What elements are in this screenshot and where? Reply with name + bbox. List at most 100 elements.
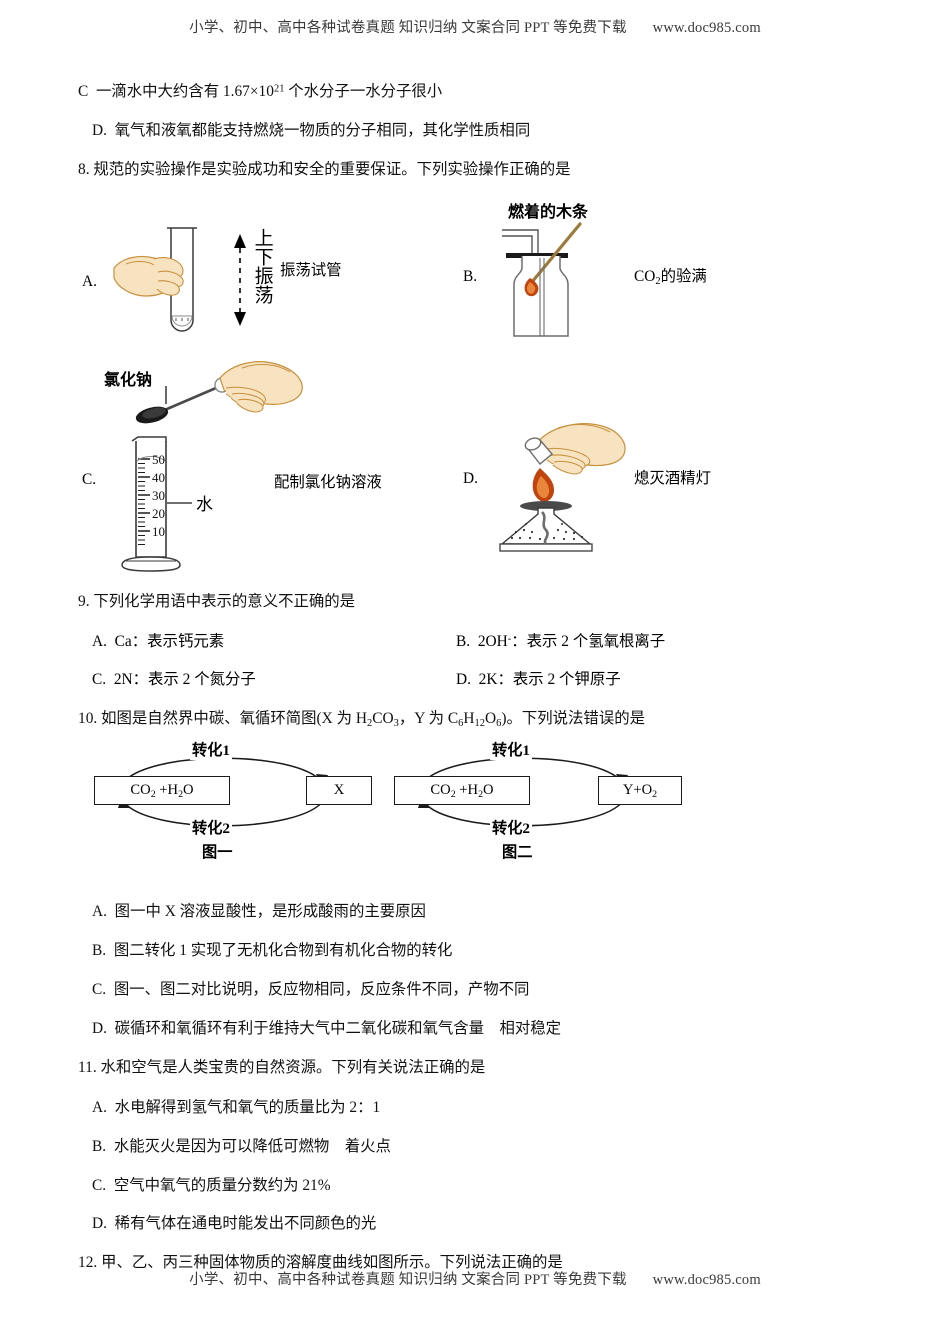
q10-option-b-label: B. [92, 942, 107, 960]
q10-sub-3: 3 [393, 718, 399, 730]
q8-option-c-annotation-salt: 氯化钠 [104, 371, 153, 389]
q10-stem: 10. 如图是自然界中碳、氧循环简图(X 为 H2CO3，Y 为 C6H12O6… [78, 710, 645, 730]
q8-option-b-caption-post: 的验满 [660, 267, 707, 285]
q10-sub-6b: 6 [496, 718, 502, 730]
cycle1-left-end: O [183, 782, 194, 799]
cycle1-left-box: CO2 +H2O [94, 776, 230, 806]
q11-stem: 11. 水和空气是人类宝贵的自然资源。下列有关说法正确的是 [78, 1058, 486, 1076]
alcohol-lamp-illustration [499, 422, 626, 552]
cycle1-left-sub1: 2 [150, 789, 156, 801]
q9-option-d-label: D. [456, 671, 471, 689]
q11-option-b-text: 水能灭火是因为可以降低可燃物 着火点 [113, 1137, 391, 1155]
q11-option-b: B. 水能灭火是因为可以降低可燃物 着火点 [78, 1135, 878, 1159]
q10-option-c-label: C. [92, 981, 107, 999]
q8-option-a-annotation: 上下振荡 [251, 227, 273, 304]
cycle2-left-end: O [483, 782, 494, 799]
q11-option-a: A. 水电解得到氢气和氧气的质量比为 2：1 [78, 1096, 878, 1120]
q10-option-d-label: D. [92, 1020, 107, 1038]
q8-option-b-label: B. [463, 267, 478, 285]
q10-option-d: D. 碳循环和氧循环有利于维持大气中二氧化碳和氧气含量 相对稳定 [78, 1017, 878, 1041]
q8-option-a-caption: 振荡试管 [280, 261, 342, 279]
q9-option-b-text-pre: 2OH [477, 632, 508, 650]
q9-option-d: D. 2K：表示 2 个钾原子 [447, 668, 856, 692]
document-body: C 一滴水中大约含有 1.67×1021 个水分子一水分子很小 D. 氧气和液氧… [78, 80, 878, 1290]
cycle2-right-pre: Y+O [622, 782, 653, 799]
q11-option-c-label: C. [92, 1176, 107, 1194]
q8-option-d-label: D. [463, 469, 478, 487]
cycle2-figure-name: 图二 [502, 844, 533, 862]
q11-option-d-text: 稀有气体在通电时能发出不同颜色的光 [114, 1215, 377, 1233]
graduated-cylinder-illustration: 50 40 30 20 10 [121, 435, 192, 572]
cycle1-left-co2: CO [130, 782, 151, 799]
cycle2-left-box: CO2 +H2O [394, 776, 530, 806]
q10-option-b: B. 图二转化 1 实现了无机化合物到有机化合物的转化 [78, 939, 878, 963]
cycle2-top-label: 转化1 [490, 738, 532, 761]
q9-option-c: C. 2N：表示 2 个氮分子 [78, 668, 447, 692]
cycle2-bottom-label: 转化2 [490, 816, 532, 839]
gas-collection-bottle-illustration [502, 222, 582, 337]
cycle2-left-mid: +H [455, 782, 479, 799]
q8-option-c-caption: 配制氯化钠溶液 [274, 473, 382, 491]
header-url: www.doc985.com [652, 20, 761, 36]
q9-option-a-text: Ca：表示钙元素 [114, 632, 225, 650]
page-footer: 小学、初中、高中各种试卷真题 知识归纳 文案合同 PPT 等免费下载 www.do… [0, 1268, 950, 1289]
svg-text:50: 50 [152, 452, 165, 467]
cycle1-bottom-label: 转化2 [190, 816, 232, 839]
q10-sub-6: 6 [458, 718, 464, 730]
q9-options-row-1: A. Ca：表示钙元素 B. 2OH-：表示 2 个氢氧根离子 [78, 630, 878, 654]
test-tube-illustration [113, 226, 197, 332]
q8-figure-group: A. [78, 198, 878, 590]
q9-option-b: B. 2OH-：表示 2 个氢氧根离子 [447, 630, 856, 654]
q10-option-c-text: 图一、图二对比说明，反应物相同，反应条件不同，产物不同 [113, 981, 530, 999]
q10-cycle-diagrams: CO2 +H2O X 转化1 转化2 图一 CO2 +H2O Y+O2 转化1 … [78, 738, 878, 868]
q8-option-c-label: C. [82, 470, 97, 488]
q10-option-a-label: A. [92, 903, 107, 921]
q9-option-a: A. Ca：表示钙元素 [78, 630, 447, 654]
q9-option-b-label: B. [456, 632, 471, 650]
q7-option-c-post: 个水分子一水分子很小 [284, 83, 443, 100]
q10-option-a-text: 图一中 X 溶液显酸性，是形成酸雨的主要原因 [114, 903, 426, 921]
footer-text: 小学、初中、高中各种试卷真题 知识归纳 文案合同 PPT 等免费下载 [189, 1272, 627, 1288]
q11-option-c: C. 空气中氧气的质量分数约为 21% [78, 1174, 878, 1198]
q9-option-d-text: 2K：表示 2 个钾原子 [478, 671, 621, 689]
svg-text:20: 20 [152, 506, 165, 521]
header-text: 小学、初中、高中各种试卷真题 知识归纳 文案合同 PPT 等免费下载 [189, 20, 627, 36]
cycle1-top-label: 转化1 [190, 738, 232, 761]
q8-option-a-label: A. [82, 272, 97, 290]
q10-sub-12: 12 [474, 718, 485, 730]
q8-stem: 8. 规范的实验操作是实验成功和安全的重要保证。下列实验操作正确的是 [78, 160, 571, 178]
q12-stem: 12. 甲、乙、丙三种固体物质的溶解度曲线如图所示。下列说法正确的是 [78, 1254, 563, 1272]
q11-option-d-label: D. [92, 1215, 107, 1233]
q9-option-b-text-post: ：表示 2 个氢氧根离子 [511, 632, 666, 650]
q9-option-c-text: 2N：表示 2 个氮分子 [113, 671, 256, 689]
q7-option-d: D. 氧气和液氧都能支持燃烧一物质的分子相同，其化学性质相同 [92, 121, 531, 139]
q8-option-b-caption-sub: 2 [655, 275, 661, 287]
cycle1-figure-name: 图一 [202, 844, 233, 862]
q8-option-c-annotation-water: 水 [196, 494, 213, 514]
cycle2-left-sub1: 2 [450, 789, 456, 801]
q8-option-b-annotation: 燃着的木条 [508, 203, 589, 221]
q10-option-a: A. 图一中 X 溶液显酸性，是形成酸雨的主要原因 [78, 900, 878, 924]
cycle1-left-sub2: 2 [178, 789, 184, 801]
q10-option-b-text: 图二转化 1 实现了无机化合物到有机化合物的转化 [113, 942, 453, 960]
cycle1-right-box: X [306, 776, 372, 806]
q9-options-row-2: C. 2N：表示 2 个氮分子 D. 2K：表示 2 个钾原子 [78, 668, 878, 692]
q9-option-c-label: C. [92, 671, 107, 689]
footer-url: www.doc985.com [652, 1272, 761, 1288]
svg-text:30: 30 [152, 488, 165, 503]
q10-option-d-text: 碳循环和氧循环有利于维持大气中二氧化碳和氧气含量 相对稳定 [114, 1020, 562, 1038]
cycle2-right-sub: 2 [652, 789, 658, 801]
q7-option-c: C 一滴水中大约含有 1.67×1021 个水分子一水分子很小 [78, 80, 878, 104]
cycle2-right-box: Y+O2 [598, 776, 682, 806]
q9-option-b-charge-superscript: - [507, 632, 512, 644]
q8-option-d-caption: 熄灭酒精灯 [634, 469, 711, 487]
q7-option-c-pre: C 一滴水中大约含有 1.67×10 [78, 83, 274, 100]
q11-option-d: D. 稀有气体在通电时能发出不同颜色的光 [78, 1212, 878, 1236]
page-header: 小学、初中、高中各种试卷真题 知识归纳 文案合同 PPT 等免费下载 www.do… [0, 16, 950, 37]
cycle1-left-mid: +H [155, 782, 179, 799]
q7-option-c-superscript: 21 [273, 83, 285, 95]
q8-option-b-caption: CO2的验满 [634, 264, 707, 287]
q8-option-b-caption-pre: CO [634, 267, 656, 285]
svg-text:10: 10 [152, 524, 165, 539]
